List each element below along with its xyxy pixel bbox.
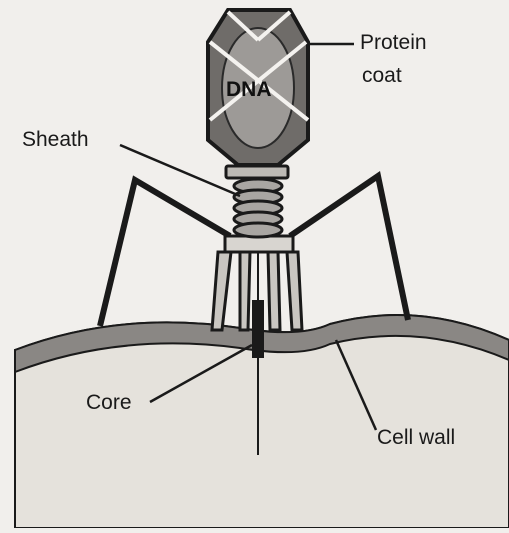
protein-coat-label-line1: Protein <box>360 31 427 55</box>
base-plate-spike-right <box>287 252 302 330</box>
tail-fiber-right <box>290 176 408 320</box>
protein-coat-label-line2: coat <box>362 64 402 88</box>
sheath-coil <box>234 179 282 237</box>
sheath-label: Sheath <box>22 128 89 152</box>
cell-wall-label: Cell wall <box>377 426 455 450</box>
tail-fiber-left <box>100 180 230 326</box>
core-label: Core <box>86 391 132 415</box>
base-plate-spike-inner-right <box>268 252 280 330</box>
collar <box>226 166 288 178</box>
dna-label: DNA <box>226 78 272 102</box>
core-tip <box>252 300 264 358</box>
base-plate-spike-inner-left <box>240 252 250 330</box>
base-plate-spike-left <box>212 252 231 330</box>
